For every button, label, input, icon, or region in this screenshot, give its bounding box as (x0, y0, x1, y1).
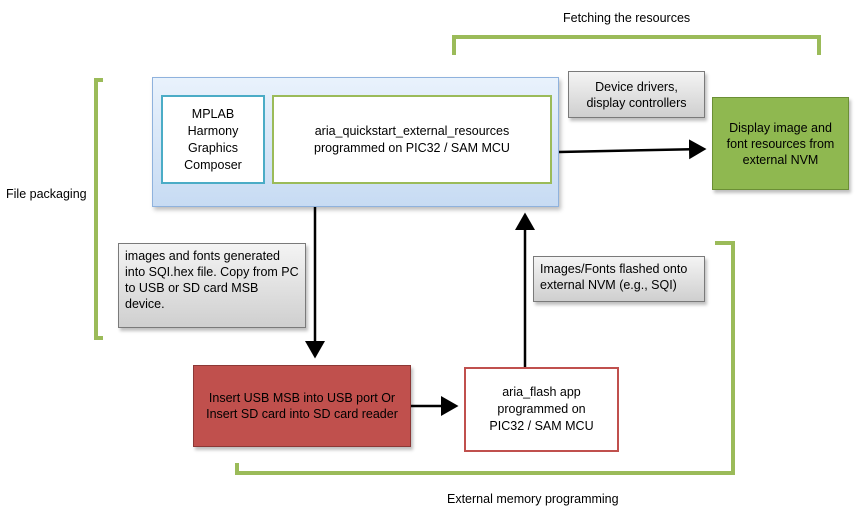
file-packaging-bracket (94, 78, 103, 340)
flash-app-box: aria_flash app programmed on PIC32 / SAM… (464, 367, 619, 452)
arrow-to-display (558, 139, 707, 160)
display-resources-box: Display image and font resources from ex… (712, 97, 849, 190)
quickstart-text: aria_quickstart_external_resources progr… (314, 123, 510, 155)
flash-app-text: aria_flash app programmed on PIC32 / SAM… (489, 385, 594, 433)
external-programming-label: External memory programming (447, 492, 619, 506)
fetching-bracket (452, 35, 821, 55)
file-packaging-label: File packaging (6, 187, 87, 201)
images-flashed-text: Images/Fonts flashed onto external NVM (… (540, 262, 688, 292)
insert-media-box: Insert USB MSB into USB port Or Insert S… (193, 365, 411, 447)
device-drivers-box: Device drivers, display controllers (568, 71, 705, 118)
mplab-harmony-box: MPLAB Harmony Graphics Composer (161, 95, 265, 184)
fetching-label: Fetching the resources (563, 11, 691, 25)
quickstart-box: aria_quickstart_external_resources progr… (272, 95, 552, 184)
external-programming-bracket (235, 241, 735, 475)
insert-media-text: Insert USB MSB into USB port Or Insert S… (206, 391, 398, 421)
images-flashed-note: Images/Fonts flashed onto external NVM (… (533, 256, 705, 302)
mplab-harmony-text: MPLAB Harmony Graphics Composer (184, 106, 242, 172)
display-resources-text: Display image and font resources from ex… (726, 120, 835, 167)
device-drivers-text: Device drivers, display controllers (586, 79, 687, 110)
images-generated-note: images and fonts generated into SQI.hex … (118, 243, 306, 328)
images-generated-text: images and fonts generated into SQI.hex … (125, 249, 299, 311)
